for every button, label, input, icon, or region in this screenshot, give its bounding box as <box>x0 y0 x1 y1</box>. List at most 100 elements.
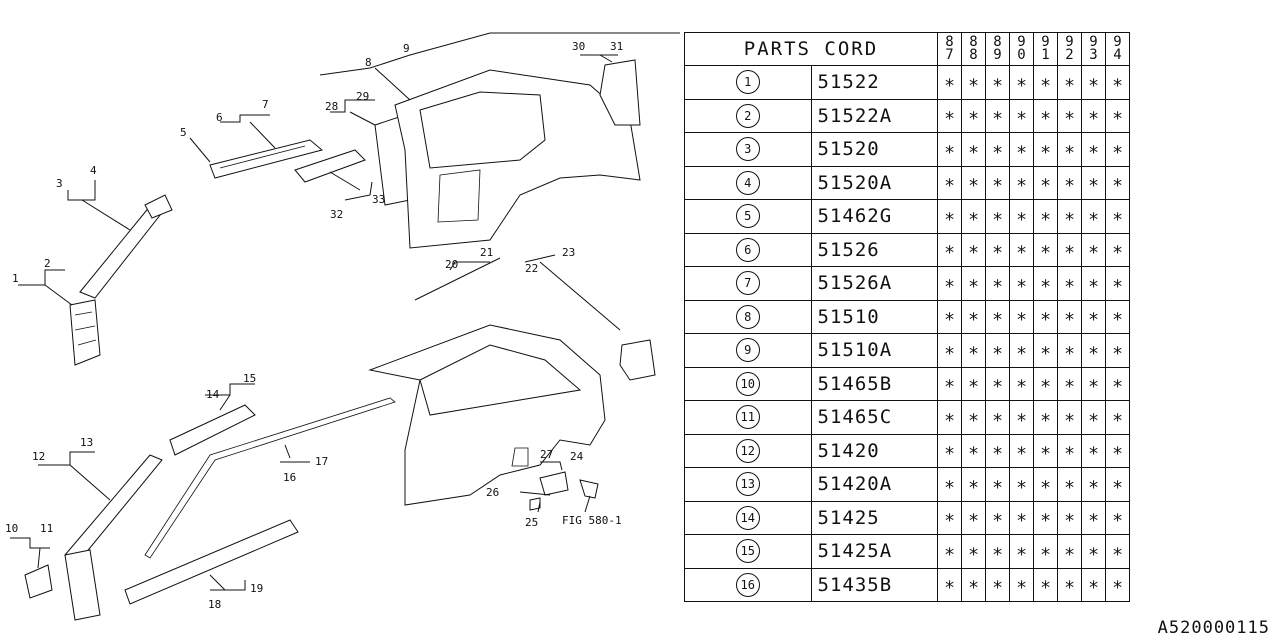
row-number: 7 <box>684 266 812 301</box>
row-number: 1 <box>684 65 812 100</box>
part-bracket-32-33 <box>294 149 366 183</box>
applicability-mark: ∗ <box>1081 165 1106 200</box>
part-14-15 <box>169 404 256 456</box>
applicability-mark: ∗ <box>1057 98 1082 133</box>
applicability-mark: ∗ <box>1105 534 1130 569</box>
applicability-mark: ∗ <box>1105 266 1130 301</box>
applicability-mark: ∗ <box>985 500 1010 535</box>
callout-27: 27 <box>540 448 553 461</box>
applicability-mark: ∗ <box>961 534 986 569</box>
callout-1: 1 <box>12 272 19 285</box>
callout-3: 3 <box>56 177 63 190</box>
part-code: 51420 <box>810 433 938 468</box>
applicability-mark: ∗ <box>1009 65 1034 100</box>
applicability-mark: ∗ <box>1105 132 1130 167</box>
row-number: 14 <box>684 500 812 535</box>
callout-17: 17 <box>315 455 328 468</box>
applicability-mark: ∗ <box>1105 165 1130 200</box>
applicability-mark: ∗ <box>1081 199 1106 234</box>
applicability-mark: ∗ <box>985 534 1010 569</box>
applicability-mark: ∗ <box>937 366 962 401</box>
applicability-mark: ∗ <box>1033 299 1058 334</box>
callout-32: 32 <box>330 208 343 221</box>
applicability-mark: ∗ <box>937 65 962 100</box>
applicability-mark: ∗ <box>961 433 986 468</box>
callout-22: 22 <box>525 262 538 275</box>
row-number: 9 <box>684 333 812 368</box>
applicability-mark: ∗ <box>1033 65 1058 100</box>
callout-14: 14 <box>206 388 220 401</box>
applicability-mark: ∗ <box>1105 299 1130 334</box>
applicability-mark: ∗ <box>1057 65 1082 100</box>
applicability-mark: ∗ <box>1081 98 1106 133</box>
callout-6: 6 <box>216 111 223 124</box>
applicability-mark: ∗ <box>937 333 962 368</box>
part-10-11 <box>24 564 53 599</box>
applicability-mark: ∗ <box>1009 299 1034 334</box>
part-code: 51420A <box>810 467 938 502</box>
applicability-mark: ∗ <box>1057 500 1082 535</box>
applicability-mark: ∗ <box>1081 400 1106 435</box>
applicability-mark: ∗ <box>1033 98 1058 133</box>
callout-24: 24 <box>570 450 584 463</box>
applicability-mark: ∗ <box>1009 567 1034 602</box>
applicability-mark: ∗ <box>1009 199 1034 234</box>
callout-9: 9 <box>403 42 410 55</box>
part-code: 51520 <box>810 132 938 167</box>
applicability-mark: ∗ <box>1009 500 1034 535</box>
applicability-mark: ∗ <box>1033 567 1058 602</box>
applicability-mark: ∗ <box>1057 400 1082 435</box>
applicability-mark: ∗ <box>1081 534 1106 569</box>
callout-16: 16 <box>283 471 296 484</box>
callout-11: 11 <box>40 522 53 535</box>
applicability-mark: ∗ <box>961 132 986 167</box>
applicability-mark: ∗ <box>1057 165 1082 200</box>
applicability-mark: ∗ <box>1081 299 1106 334</box>
applicability-mark: ∗ <box>985 266 1010 301</box>
applicability-mark: ∗ <box>1057 199 1082 234</box>
row-number: 15 <box>684 534 812 569</box>
part-code: 51520A <box>810 165 938 200</box>
applicability-mark: ∗ <box>937 467 962 502</box>
part-fuel-door-24-27 <box>511 447 599 511</box>
applicability-mark: ∗ <box>1033 366 1058 401</box>
applicability-mark: ∗ <box>985 199 1010 234</box>
parts-exploded-diagram: 1 2 3 4 5 6 7 8 9 10 11 12 13 14 15 16 1… <box>5 32 680 621</box>
callout-10: 10 <box>5 522 18 535</box>
applicability-mark: ∗ <box>937 433 962 468</box>
applicability-mark: ∗ <box>1033 199 1058 234</box>
callout-18: 18 <box>208 598 221 611</box>
applicability-mark: ∗ <box>985 366 1010 401</box>
applicability-mark: ∗ <box>937 567 962 602</box>
applicability-mark: ∗ <box>1081 232 1106 267</box>
part-code: 51462G <box>810 199 938 234</box>
applicability-mark: ∗ <box>985 567 1010 602</box>
applicability-mark: ∗ <box>961 199 986 234</box>
applicability-mark: ∗ <box>985 65 1010 100</box>
applicability-mark: ∗ <box>1009 132 1034 167</box>
applicability-mark: ∗ <box>1081 567 1106 602</box>
applicability-mark: ∗ <box>1081 65 1106 100</box>
applicability-mark: ∗ <box>1033 232 1058 267</box>
part-front-pillar-lower <box>69 299 101 366</box>
applicability-mark: ∗ <box>1009 366 1034 401</box>
applicability-mark: ∗ <box>1057 333 1082 368</box>
applicability-mark: ∗ <box>985 467 1010 502</box>
callout-13: 13 <box>80 436 93 449</box>
callout-23: 23 <box>562 246 575 259</box>
